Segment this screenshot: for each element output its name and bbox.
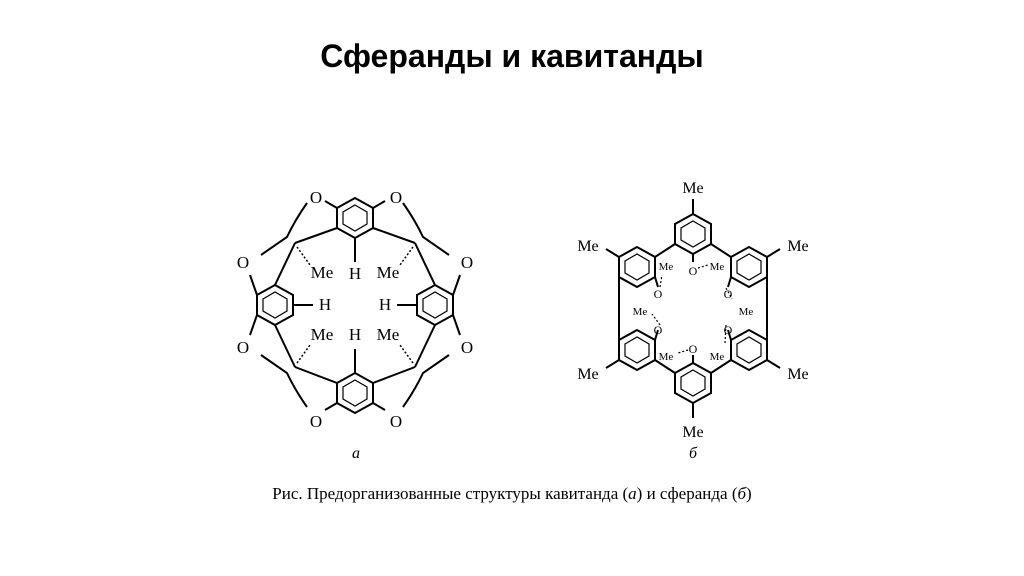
cavitand-atom-hydrogen-12: H xyxy=(349,264,361,283)
cavitand-atom-oxygen-0: O xyxy=(310,188,322,207)
cavitand-atom-hydrogen-13: H xyxy=(349,325,361,344)
spherand-atom-methyl-14: Me xyxy=(659,351,674,363)
spherand-atom-methyl-15: Me xyxy=(710,351,725,363)
cavitand-atom-hydrogen-15: H xyxy=(379,295,391,314)
spherand-atom-methyl-5: Me xyxy=(787,366,808,383)
cavitand-atom-hydrogen-14: H xyxy=(319,295,331,314)
caption-suffix: ) xyxy=(746,484,752,503)
spherand-atom-methyl-3: Me xyxy=(787,238,808,255)
spherand-atom-methyl-4: Me xyxy=(577,366,598,383)
spherand-atom-methyl-17: Me xyxy=(739,306,754,318)
slide-title: Сферанды и кавитанды xyxy=(320,38,704,74)
cavitand-atom-oxygen-5: O xyxy=(461,338,473,357)
caption-prefix: Рис. xyxy=(272,484,303,503)
cavitand-atom-oxygen-2: O xyxy=(237,253,249,272)
structure-b-label: б xyxy=(689,445,698,462)
spherand-atom-methyl-1: Me xyxy=(682,424,703,441)
spherand-atom-oxygen-6: O xyxy=(689,264,698,278)
spherand-atom-methyl-12: Me xyxy=(659,261,674,273)
caption-ref-b: б xyxy=(737,484,747,503)
spherand-atom-methyl-2: Me xyxy=(577,238,598,255)
caption-ref-a: а xyxy=(628,484,637,503)
cavitand-atom-methyl-9: Me xyxy=(377,263,400,282)
cavitand-atom-oxygen-6: O xyxy=(310,412,322,431)
spherand-atom-oxygen-11: O xyxy=(724,323,733,337)
cavitand-atom-methyl-11: Me xyxy=(377,325,400,344)
spherand-atom-methyl-0: Me xyxy=(682,180,703,197)
spherand-atom-oxygen-8: O xyxy=(654,287,663,301)
spherand-atom-oxygen-7: O xyxy=(689,342,698,356)
spherand-atom-methyl-13: Me xyxy=(710,261,725,273)
figure-caption: Рис. Предорганизованные структуры кавита… xyxy=(0,484,1024,504)
cavitand-atom-oxygen-3: O xyxy=(461,253,473,272)
spherand-atom-methyl-16: Me xyxy=(633,306,648,318)
cavitand-atom-oxygen-1: O xyxy=(390,188,402,207)
cavitand-atom-oxygen-4: O xyxy=(237,338,249,357)
caption-middle: ) и сферанда ( xyxy=(636,484,738,503)
spherand-atom-oxygen-10: O xyxy=(654,323,663,337)
structure-a-label: а xyxy=(352,445,360,462)
cavitand-atom-methyl-10: Me xyxy=(311,325,334,344)
spherand-atom-oxygen-9: O xyxy=(724,287,733,301)
cavitand-atom-methyl-8: Me xyxy=(311,263,334,282)
caption-text: Предорганизованные структуры кавитанда ( xyxy=(306,484,629,503)
cavitand-atom-oxygen-7: O xyxy=(390,412,402,431)
